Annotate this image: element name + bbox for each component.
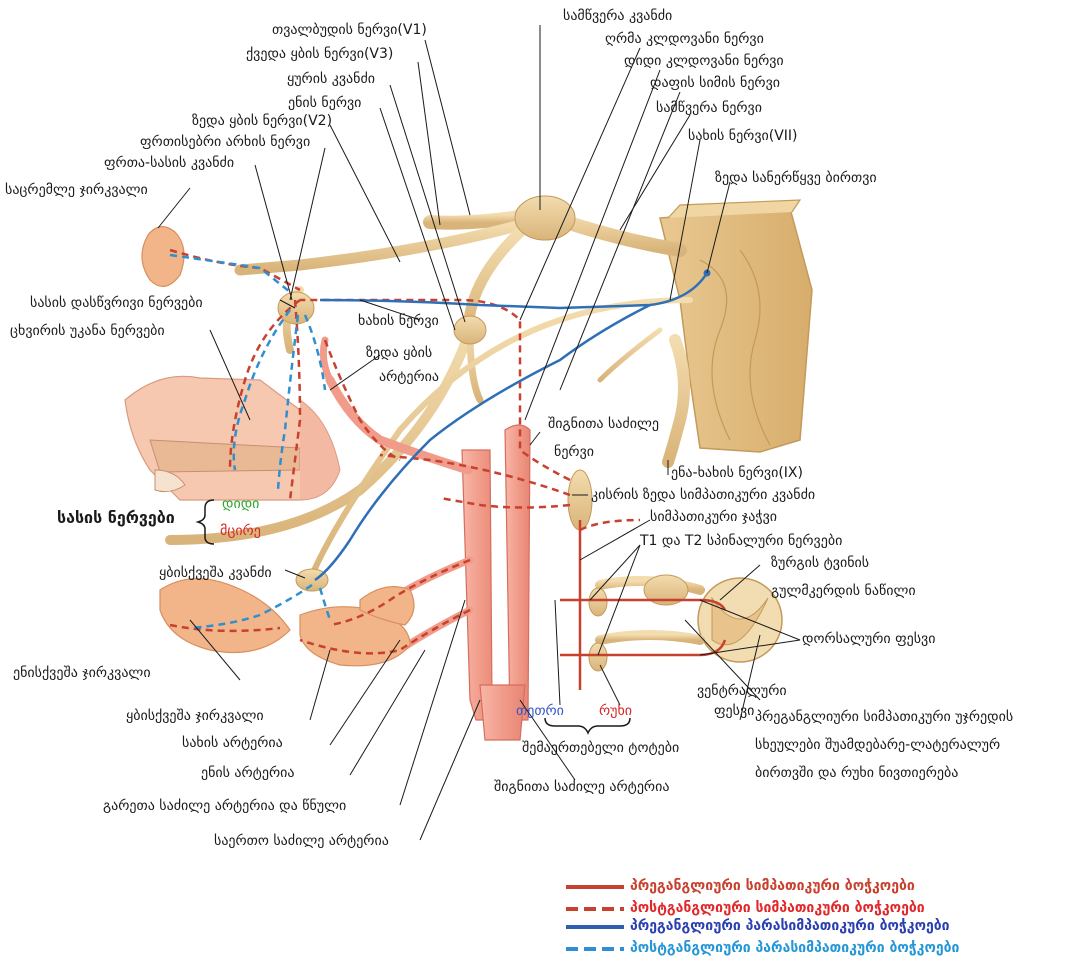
label-lacrimal-gland: საცრემლე ჯირკვალი — [5, 182, 148, 199]
label-dorsal-root: დორსალური ფესვი — [802, 631, 935, 648]
label-preganglionic-cells-3: ბირთვში და რუხი ნივთიერება — [755, 765, 958, 782]
legend-swatch — [566, 942, 626, 956]
label-t1-t2-nerves: T1 და T2 სპინალური ნერვები — [640, 533, 842, 550]
glossopharyngeal-trunk — [668, 340, 684, 462]
label-white: თეთრი — [516, 703, 564, 720]
label-sublingual-gland: ენისქვეშა ჯირკვალი — [13, 665, 151, 682]
sympathetic-chain — [540, 530, 700, 690]
label-greater-petrosal-nerve: დიდი კლდოვანი ნერვი — [624, 53, 784, 70]
label-palatine-nerves: სასის ნერვები — [57, 509, 175, 526]
legend-label: პრეგანგლიური პარასიმპათიკური ბოჭკოები — [630, 918, 950, 934]
legend-item-pre-parasympathetic: პრეგანგლიური პარასიმპათიკური ბოჭკოები — [566, 918, 1076, 938]
label-lingual-artery: ენის არტერია — [201, 765, 294, 782]
label-ophthalmic-nerve: თვალბუდის ნერვი(V1) — [272, 22, 427, 39]
label-superior-cervical-ganglion: კისრის ზედა სიმპათიკური კვანძი — [591, 487, 815, 504]
label-internal-carotid-artery: შიგნითა საძილე არტერია — [494, 779, 669, 796]
label-pterygopalatine-ganglion: ფრთა-სასის კვანძი — [104, 155, 234, 172]
legend-item-post-sympathetic: პოსტგანგლიური სიმპათიკური ბოჭკოები — [566, 900, 1076, 920]
label-ventral-root-2: ფესვი — [714, 703, 754, 720]
legend-swatch — [566, 902, 626, 916]
label-rami-communicantes: შემაერთებელი ტოტები — [522, 740, 679, 757]
otic-ganglion-shape — [454, 316, 486, 344]
chain-ganglion-lower — [589, 643, 607, 671]
label-submandibular-gland: ყბისქვეშა ჯირკვალი — [126, 708, 264, 725]
label-external-carotid-artery: გარეთა საძილე არტერია და წნული — [103, 798, 346, 815]
label-superior-salivatory-nucleus: ზედა სანერწყვე ბირთვი — [715, 170, 877, 187]
rami-brace — [545, 718, 630, 733]
label-maxillary-artery-2: არტერია — [379, 369, 439, 386]
label-trigeminal-nerve: სამწვერა ნერვი — [656, 100, 762, 117]
chain-ganglion-upper — [589, 588, 607, 616]
label-glossopharyngeal-nerve: ენა-ხახის ნერვი(IX) — [671, 465, 803, 482]
label-posterior-nasal-nerves: ცხვირის უკანა ნერვები — [10, 323, 165, 340]
label-internal-carotid-nerve-1: შიგნითა საძილე — [548, 416, 659, 433]
label-submandibular-ganglion: ყბისქვეშა კვანძი — [159, 565, 272, 582]
trigeminal-ganglion-shape — [515, 196, 575, 240]
label-lingual-nerve: ენის ნერვი — [288, 95, 361, 112]
label-spinal-cord-1: ზურგის ტვინის — [771, 555, 869, 572]
pterygopalatine-ganglion-shape — [278, 292, 314, 324]
legend-swatch — [566, 920, 626, 934]
label-chorda-tympani: დაფის სიმის ნერვი — [650, 75, 780, 92]
legend-label: პოსტგანგლიური სიმპათიკური ბოჭკოები — [630, 900, 925, 916]
label-internal-carotid-nerve-2: ნერვი — [554, 444, 594, 461]
legend-item-pre-sympathetic: პრეგანგლიური სიმპათიკური ბოჭკოები — [566, 878, 1076, 898]
label-gray: რუხი — [599, 703, 632, 720]
label-preganglionic-cells-2: სხეულები შუამდებარე-ლატერალურ — [755, 737, 1000, 754]
label-mandibular-nerve: ქვედა ყბის ნერვი(V3) — [246, 46, 393, 63]
label-greater: დიდი — [222, 496, 259, 513]
label-spinal-cord-2: გულმკერდის ნაწილი — [771, 583, 916, 600]
label-common-carotid-artery: საერთო საძილე არტერია — [214, 833, 389, 850]
label-trigeminal-ganglion: სამწვერა კვანძი — [563, 8, 672, 25]
label-pterygoid-canal-nerve: ფრთისებრი არხის ნერვი — [140, 134, 310, 151]
legend-swatch — [566, 880, 626, 894]
label-preganglionic-cells-1: პრეგანგლიური სიმპათიკური უჯრედის — [755, 709, 1013, 726]
label-facial-nerve: სახის ნერვი(VII) — [688, 128, 798, 145]
label-ventral-root-1: ვენტრალური — [697, 683, 787, 700]
label-otic-ganglion: ყურის კვანძი — [287, 71, 375, 88]
label-maxillary-artery-1: ზედა ყბის — [366, 345, 432, 362]
legend-item-post-parasympathetic: პოსტგანგლიური პარასიმპათიკური ბოჭკოები — [566, 940, 1076, 960]
legend-label: პოსტგანგლიური პარასიმპათიკური ბოჭკოები — [630, 940, 959, 956]
label-sympathetic-trunk: სიმპათიკური ჯაჭვი — [650, 509, 777, 526]
label-facial-artery: სახის არტერია — [182, 735, 283, 752]
label-maxillary-nerve: ზედა ყბის ნერვი(V2) — [192, 113, 332, 130]
label-nasopalatine-nerves: სასის დასწვრივი ნერვები — [30, 295, 203, 312]
label-lesser: მცირე — [220, 523, 261, 540]
label-glossopharyngeal-near: ხახის ნერვი — [358, 313, 439, 330]
legend-label: პრეგანგლიური სიმპათიკური ბოჭკოები — [630, 878, 915, 894]
label-deep-petrosal-nerve: ღრმა კლდოვანი ნერვი — [605, 31, 764, 48]
